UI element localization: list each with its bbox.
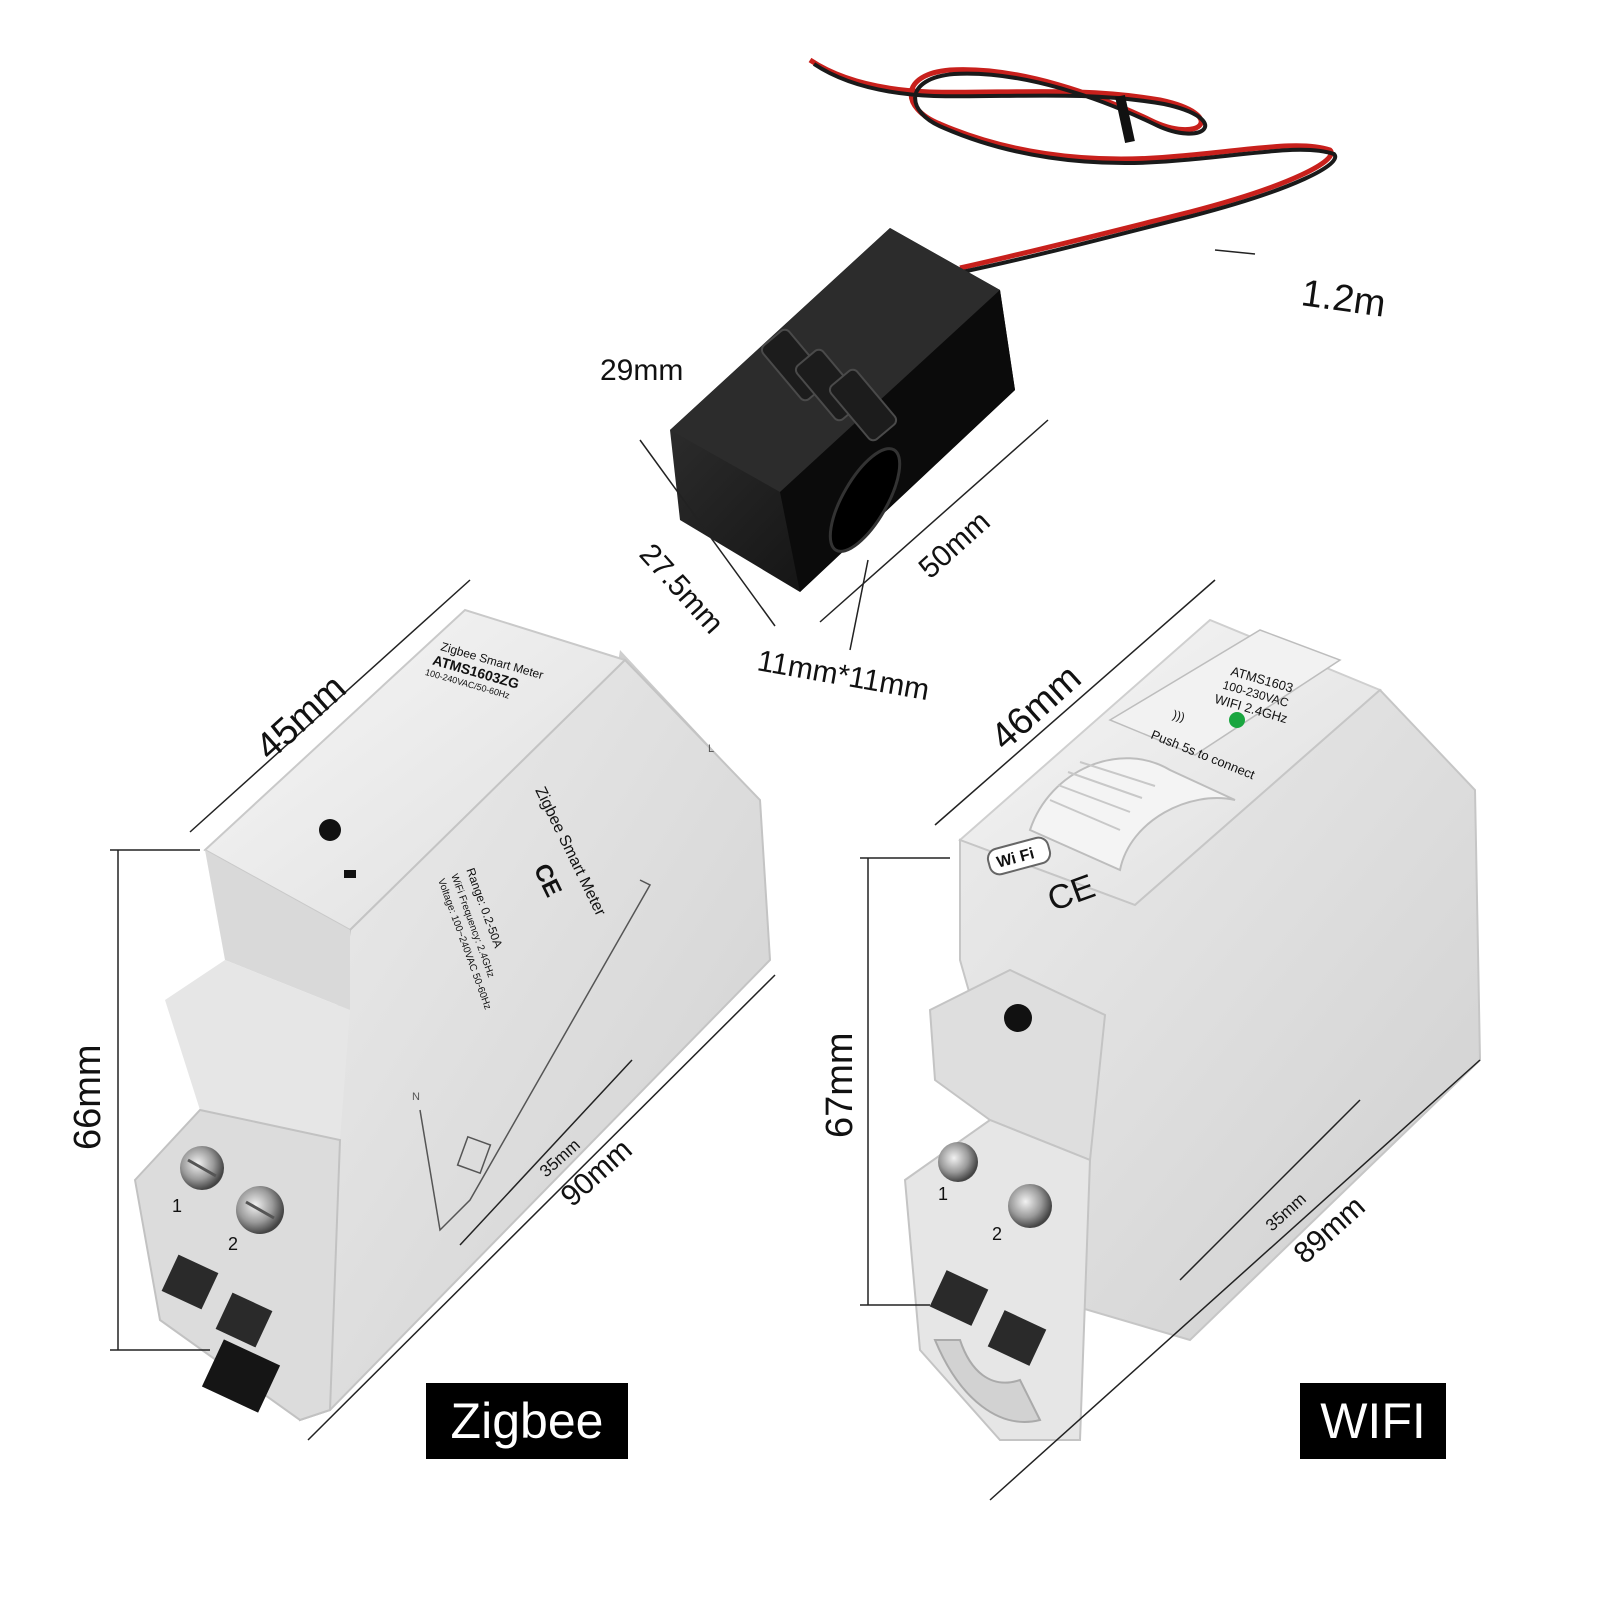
wifi-top-label: ATMS1603 100-230VAC WIFI 2.4GHz <box>1213 663 1295 726</box>
wifi-pair-button <box>1004 1004 1032 1032</box>
zigbee-led-icon <box>344 870 356 878</box>
zigbee-terminal-n-label: N <box>412 1091 420 1103</box>
wire-black <box>812 62 1338 274</box>
zigbee-height-label: 66mm <box>67 1044 109 1150</box>
wire-red <box>808 57 1334 271</box>
zigbee-pair-button <box>319 819 341 841</box>
wifi-label-window <box>1108 629 1342 756</box>
wifi-terminal-1-label: 1 <box>938 1184 948 1204</box>
zigbee-terminal-l-label: L <box>708 743 714 755</box>
zigbee-upper-step <box>205 850 350 1010</box>
ct-cable <box>808 57 1338 274</box>
ct-depth-label: 27.5mm <box>633 538 730 641</box>
cable-length-tick <box>1214 249 1256 255</box>
wifi-height-label: 67mm <box>819 1032 861 1138</box>
wifi-rail-dimension <box>1179 1099 1361 1281</box>
wifi-terminal-2-label: 2 <box>992 1224 1002 1244</box>
ct-aperture-leader <box>849 559 869 651</box>
zigbee-schematic-ct <box>456 1135 492 1175</box>
zigbee-terminal-block <box>133 1108 342 1422</box>
wifi-dial-ribs <box>1049 761 1156 831</box>
ct-top-face <box>670 228 1000 492</box>
zigbee-meter: 1 2 Zigbee Smart Meter ATMS1603ZG 100-24… <box>67 579 776 1441</box>
zigbee-wire-entry-2 <box>215 1292 273 1348</box>
zigbee-length-dimension <box>307 974 776 1441</box>
ct-width-label: 50mm <box>913 505 997 585</box>
wifi-rail-clip <box>933 1339 1042 1423</box>
zigbee-mid-block <box>165 960 350 1140</box>
zigbee-terminal-1-label: 1 <box>172 1196 182 1216</box>
wifi-badge: WIFI <box>1300 1383 1446 1459</box>
zigbee-rail-dimension <box>459 1059 633 1246</box>
ct-aperture <box>828 447 902 553</box>
wifi-logo-icon <box>986 836 1052 876</box>
ct-height-label: 29mm <box>600 354 683 387</box>
wifi-length-dimension <box>989 1059 1481 1501</box>
wifi-width-dimension <box>934 579 1216 826</box>
ct-clip <box>760 328 898 442</box>
wifi-dial <box>1028 757 1236 872</box>
ct-depth-dimension <box>639 439 776 627</box>
zigbee-wire-entry-1 <box>161 1254 219 1310</box>
zigbee-terminal-2-label: 2 <box>228 1234 238 1254</box>
wifi-signal-icon: ))) <box>1171 707 1186 724</box>
wifi-screw-1-icon <box>938 1142 978 1182</box>
zigbee-schematic <box>419 879 652 1232</box>
zigbee-badge: Zigbee <box>426 1383 628 1459</box>
wifi-status-led-icon <box>1229 712 1245 728</box>
cable-length-label: 1.2m <box>1299 272 1389 325</box>
zigbee-rail-clip <box>201 1339 281 1413</box>
wifi-wire-entry-2 <box>987 1310 1047 1366</box>
ct-sensor: 1.2m 29mm 27.5mm 50mm 11mm*11mm <box>600 57 1389 707</box>
zigbee-width-dimension <box>189 579 471 833</box>
ct-aperture-label: 11mm*11mm <box>755 644 932 707</box>
cable-tie <box>1115 94 1135 144</box>
wifi-wire-entry-1 <box>929 1270 989 1326</box>
wifi-screw-2-icon <box>1008 1184 1052 1228</box>
wifi-meter: 1 2 ATMS1603 100-230VAC WIFI 2.4GHz ))) … <box>819 579 1482 1501</box>
ct-width-dimension <box>819 419 1049 623</box>
